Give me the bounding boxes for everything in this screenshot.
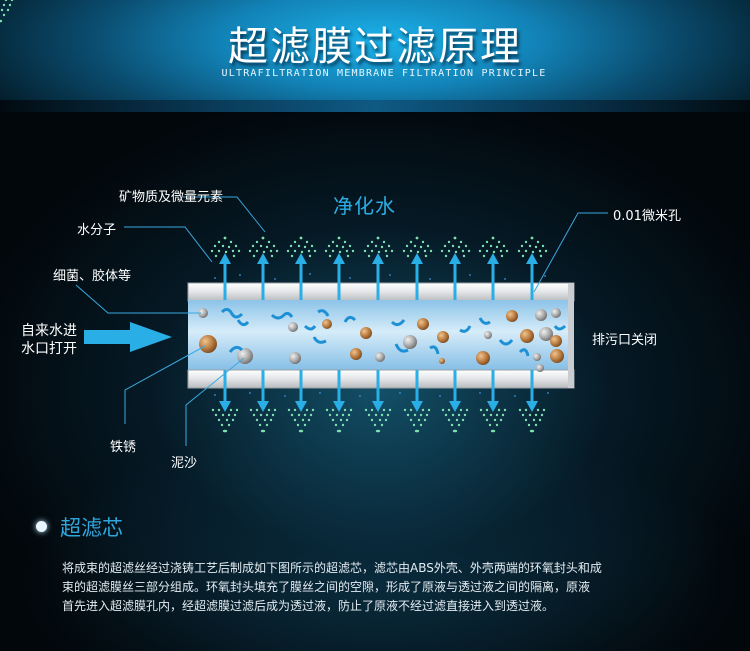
- particles: [198, 307, 567, 372]
- section-title: 超滤芯: [60, 516, 123, 540]
- arrow-down-icon: [295, 370, 307, 412]
- label-inlet-line1: 自来水进: [21, 323, 77, 339]
- arrow-down-icon: [257, 370, 269, 412]
- arrow-down-icon: [333, 370, 345, 412]
- arrow-up-icon: [449, 253, 461, 300]
- paragraph-line: 首先进入超滤膜孔内，经超滤膜过滤后成为透过液，防止了原液不经过滤直接进入到透过液…: [62, 599, 555, 613]
- title-banner: [0, 0, 750, 100]
- label-water-molecule: 水分子: [77, 223, 117, 238]
- arrow-up-icon: [295, 253, 307, 300]
- page-title: 超滤膜过滤原理: [228, 24, 522, 70]
- up-arrows: [219, 253, 538, 300]
- arrow-down-icon: [219, 370, 231, 412]
- arrow-up-icon: [411, 253, 423, 300]
- label-pore-size: 0.01微米孔: [613, 209, 681, 224]
- arrow-down-icon: [449, 370, 461, 412]
- arrow-up-icon: [526, 253, 538, 300]
- arrow-down-icon: [372, 370, 384, 412]
- membrane-tube: [187, 282, 575, 389]
- page-subtitle: ULTRAFILTRATION MEMBRANE FILTRATION PRIN…: [221, 68, 547, 79]
- label-drain-closed: 排污口关闭: [592, 333, 658, 348]
- arrow-up-icon: [219, 253, 231, 300]
- water-specks: [214, 273, 549, 397]
- leader-lines: [75, 196, 608, 446]
- bullet-dot-icon: [36, 521, 47, 532]
- paragraph-line: 将成束的超滤丝经过浇铸工艺后制成如下图所示的超滤芯，滤芯由ABS外壳、外壳两端的…: [62, 561, 602, 575]
- mineral-dots: [0, 0, 548, 433]
- purified-water-label: 净化水: [333, 194, 396, 218]
- arrow-up-icon: [487, 253, 499, 300]
- paragraph-line: 束的超滤膜丝三部分组成。环氧封头填充了膜丝之间的空隙，形成了原液与透过液之间的隔…: [62, 580, 591, 594]
- label-rust: 铁锈: [110, 440, 137, 455]
- arrow-up-icon: [372, 253, 384, 300]
- arrow-down-icon: [526, 370, 538, 412]
- arrow-down-icon: [411, 370, 423, 412]
- inlet-arrow-icon: [84, 322, 172, 352]
- section-paragraph: 将成束的超滤丝经过浇铸工艺后制成如下图所示的超滤芯，滤芯由ABS外壳、外壳两端的…: [62, 559, 702, 616]
- label-minerals: 矿物质及微量元素: [119, 190, 224, 205]
- arrow-up-icon: [333, 253, 345, 300]
- label-inlet-line2: 水口打开: [21, 341, 77, 357]
- down-arrows: [219, 370, 538, 412]
- arrow-up-icon: [257, 253, 269, 300]
- arrow-down-icon: [487, 370, 499, 412]
- label-bacteria-colloid: 细菌、胶体等: [53, 269, 132, 284]
- label-sand: 泥沙: [171, 456, 198, 471]
- banner-strip: [0, 100, 750, 112]
